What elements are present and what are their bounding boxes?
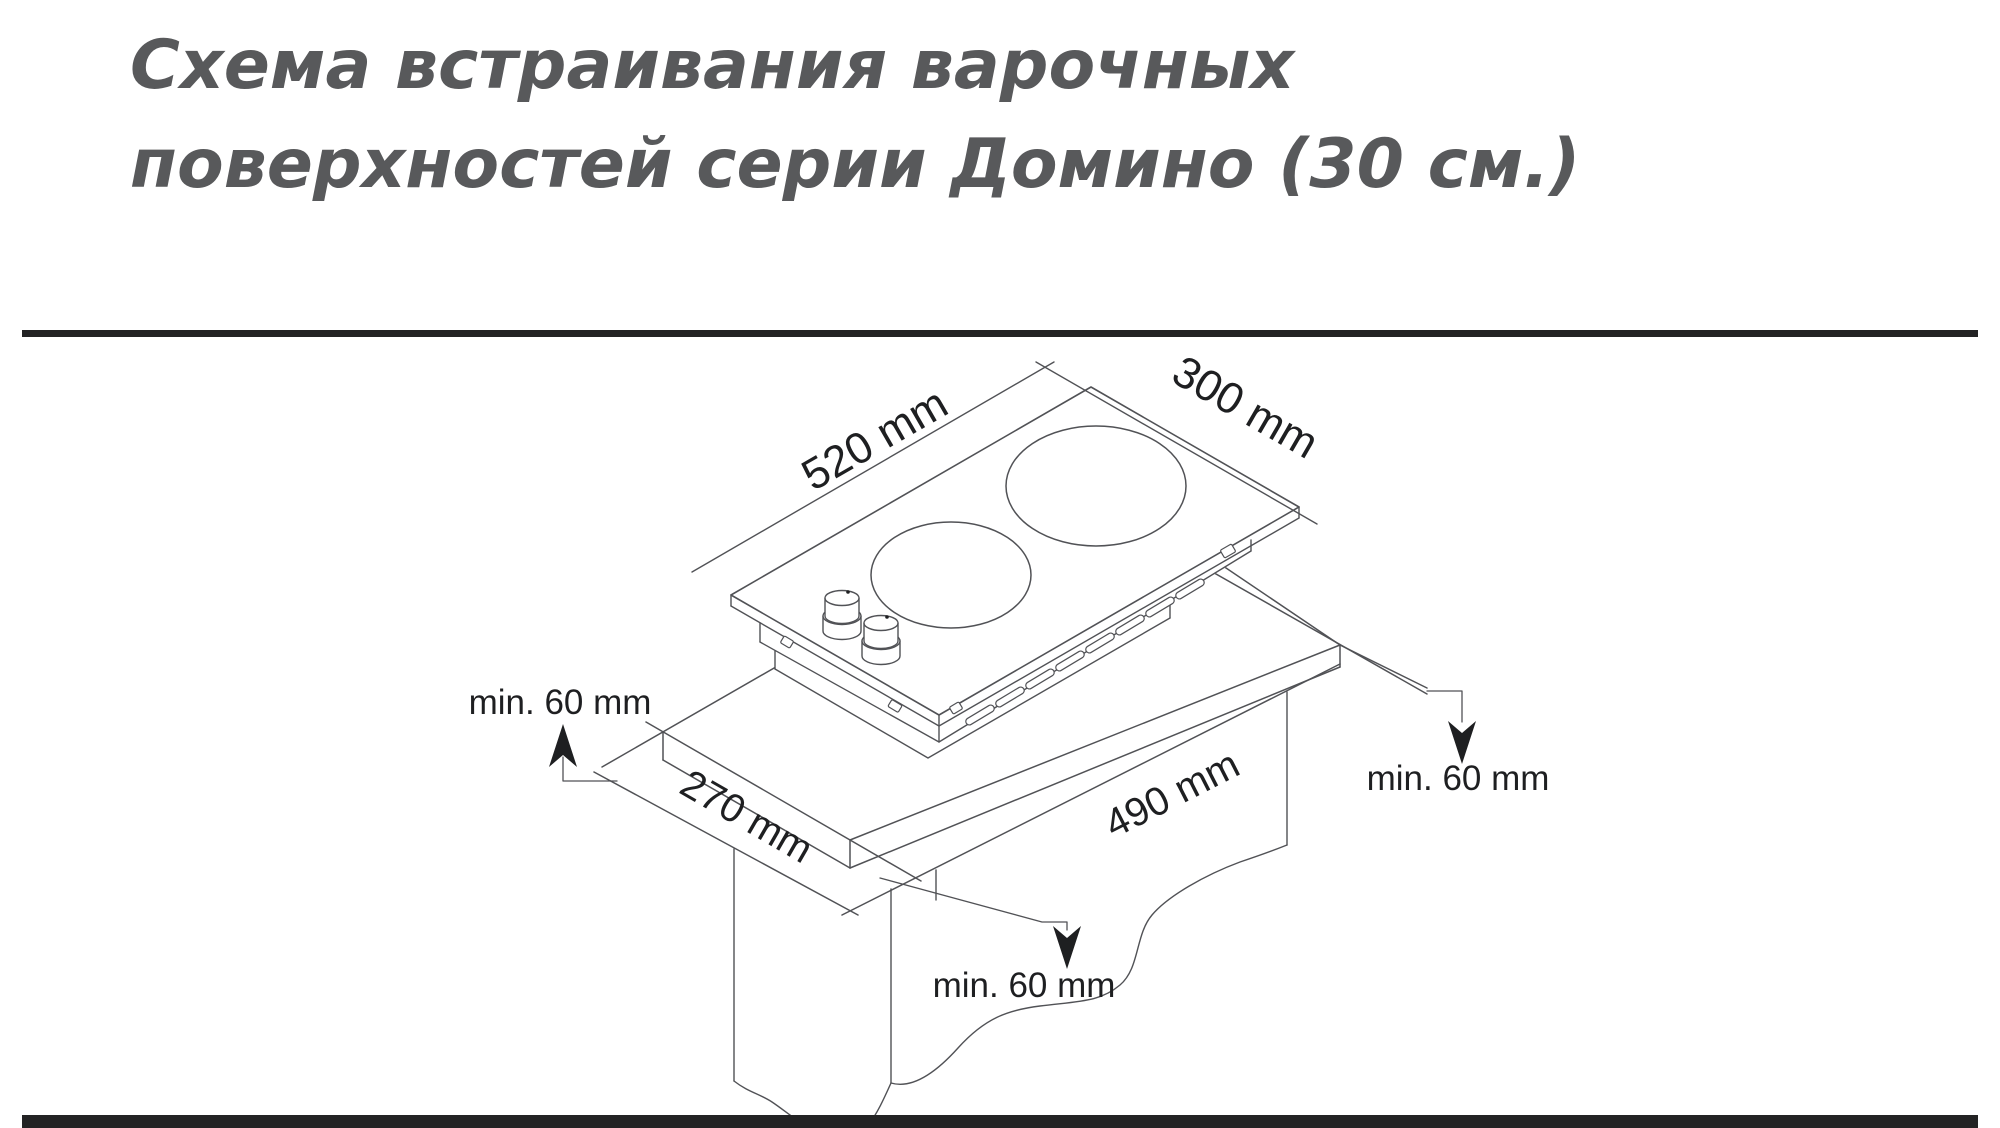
vent-slot (1115, 614, 1145, 636)
clearance-front-leader (879, 877, 1068, 931)
clearance-left: min. 60 mm (469, 683, 652, 782)
knob (861, 614, 901, 666)
cutout-left-edge (645, 721, 922, 882)
dimension-line-520 (691, 361, 1055, 573)
page-title-line-2: поверхностей серии Домино (30 см.) (130, 125, 1581, 204)
knob (822, 589, 862, 641)
cabinet-break-lines (733, 691, 1288, 1128)
clearance-front: min. 60 mm (879, 877, 1116, 1005)
burner-small (870, 521, 1032, 629)
clearance-right-leader (1426, 690, 1463, 723)
clearance-left-leader (562, 756, 618, 782)
page-title-line-1: Схема встраивания варочных (130, 26, 1295, 105)
cutout-inner-sw-line (662, 759, 851, 869)
vent-slot (1085, 632, 1115, 654)
vent-slot (1025, 668, 1055, 690)
control-knobs (822, 589, 901, 666)
clearance-right: min. 60 mm (1367, 690, 1550, 798)
cooktop (730, 386, 1300, 759)
clearance-right-arrow-down-icon (1448, 721, 1476, 764)
clearance-left-label: min. 60 mm (469, 683, 652, 722)
knob-pointer-dot (885, 615, 889, 619)
cutout-se-edge (849, 644, 1341, 841)
mounting-hole (780, 635, 794, 649)
vent-slot (1055, 650, 1085, 672)
countertop-right-torn-edge (890, 844, 1288, 1085)
page-title: Схема встраивания варочных поверхностей … (130, 16, 1580, 214)
vent-slot (965, 704, 995, 726)
footer-rule (22, 1115, 1978, 1128)
vent-slot (995, 686, 1025, 708)
knob-pointer-dot (846, 590, 850, 594)
clearance-left-arrow-up-icon (549, 724, 577, 767)
vent-slot (1145, 596, 1175, 618)
countertop-sw-edge (593, 771, 859, 916)
vent-slot (1175, 578, 1205, 600)
body-bottom-edge (774, 617, 1171, 759)
mounting-hole (887, 699, 903, 713)
glass-bottom-edge (730, 517, 1300, 727)
mounting-hole (1220, 543, 1236, 559)
countertop-se-edge (841, 663, 1341, 916)
clearance-right-label: min. 60 mm (1367, 759, 1550, 798)
clearance-front-label: min. 60 mm (933, 966, 1116, 1005)
mounting-holes (780, 543, 1236, 715)
burner-large (1005, 425, 1187, 547)
dimension-line-300 (1035, 361, 1318, 525)
header-divider-rule (22, 330, 1978, 337)
burners (870, 425, 1187, 629)
cutout-inner-se-line (849, 666, 1341, 869)
countertop-nw-edge (601, 659, 789, 768)
mounting-hole (949, 701, 963, 715)
vent-slots (965, 578, 1205, 726)
clearance-front-arrow-down-icon (1053, 926, 1081, 969)
